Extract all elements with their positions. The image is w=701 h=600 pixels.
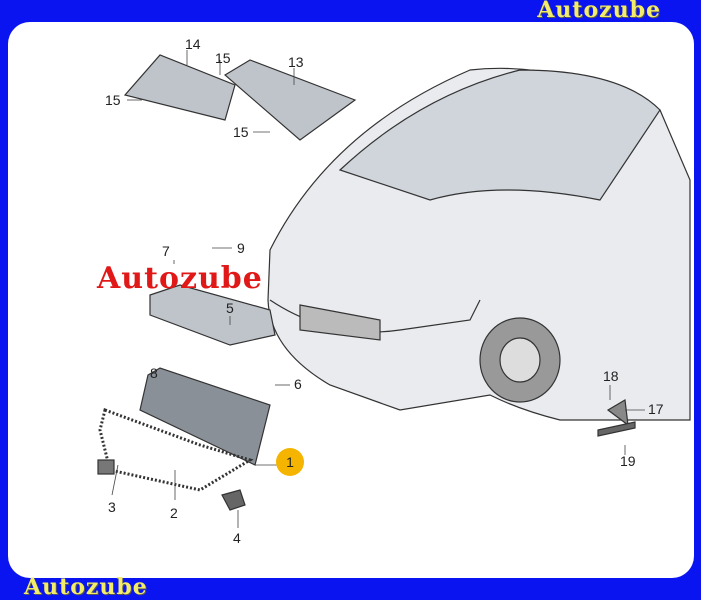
- callout-18: 18: [603, 368, 619, 384]
- callout-13: 13: [288, 54, 304, 70]
- callout-7: 7: [162, 243, 170, 259]
- callout-4: 4: [233, 530, 241, 546]
- brand-logo-bottom: Autozube: [24, 574, 148, 600]
- leader-lines: [111, 50, 645, 528]
- callout-1-highlighted: 1: [276, 448, 304, 476]
- callout-15-top: 15: [215, 50, 231, 66]
- callout-14: 14: [185, 36, 201, 52]
- callout-5: 5: [226, 300, 234, 316]
- callout-3: 3: [108, 499, 116, 515]
- brand-logo-top: Autozube: [537, 0, 661, 23]
- grille-parts: [97, 284, 636, 511]
- watermark-text: Autozube: [97, 261, 263, 296]
- cowl-panels: [123, 54, 357, 141]
- car-illustration: [267, 67, 691, 421]
- callout-17: 17: [648, 401, 664, 417]
- callout-19: 19: [620, 453, 636, 469]
- callout-6: 6: [294, 376, 302, 392]
- callout-8: 8: [150, 365, 158, 381]
- callout-9: 9: [237, 240, 245, 256]
- callout-15-left: 15: [105, 92, 121, 108]
- callout-15-bottom: 15: [233, 124, 249, 140]
- callout-2: 2: [170, 505, 178, 521]
